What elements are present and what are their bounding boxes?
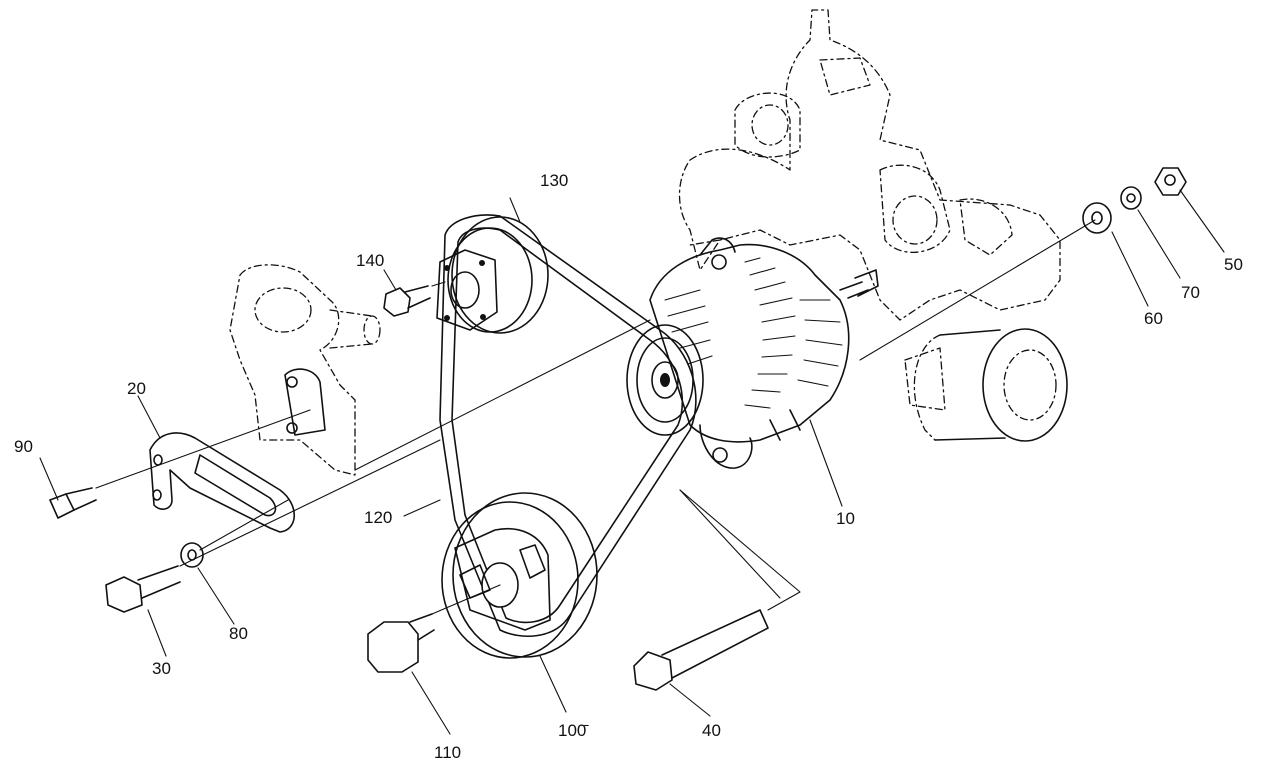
washer-70 [1120,186,1142,210]
callout-10: 10 [836,509,855,528]
adjusting-bracket [149,432,295,533]
callout-20: 20 [127,379,146,398]
engine-block [678,9,1068,442]
callout-120: 120 [364,508,392,527]
washer-60 [1082,202,1112,234]
v-belt [439,214,697,638]
bolt-90 [49,487,97,519]
nut-50 [1154,167,1187,196]
callout-60: 60 [1144,309,1163,328]
water-outlet [229,264,381,476]
callout-100: 100̄ [558,721,589,740]
bolt-140 [383,285,431,317]
upper-pulley [436,216,549,334]
callout-90: 90 [14,437,33,456]
oil-filter [904,328,1068,442]
crank-pulley [441,492,598,659]
assembly-lines [95,219,1096,615]
callout-40: 40 [702,721,721,740]
callout-50: 50 [1224,255,1243,274]
bolt-30 [105,565,181,613]
long-bolt-40 [633,609,769,691]
callout-80: 80 [229,624,248,643]
callout-130: 130 [540,171,568,190]
callout-140: 140 [356,251,384,270]
leader-lines [39,189,1225,735]
bolt-110 [367,613,435,673]
callout-labels: 10 20 30 40 50 60 70 80 90 100̄ 110 120 … [14,171,1243,762]
callout-30: 30 [152,659,171,678]
alternator [626,237,879,469]
callout-70: 70 [1181,283,1200,302]
callout-110: 110 [434,743,461,762]
